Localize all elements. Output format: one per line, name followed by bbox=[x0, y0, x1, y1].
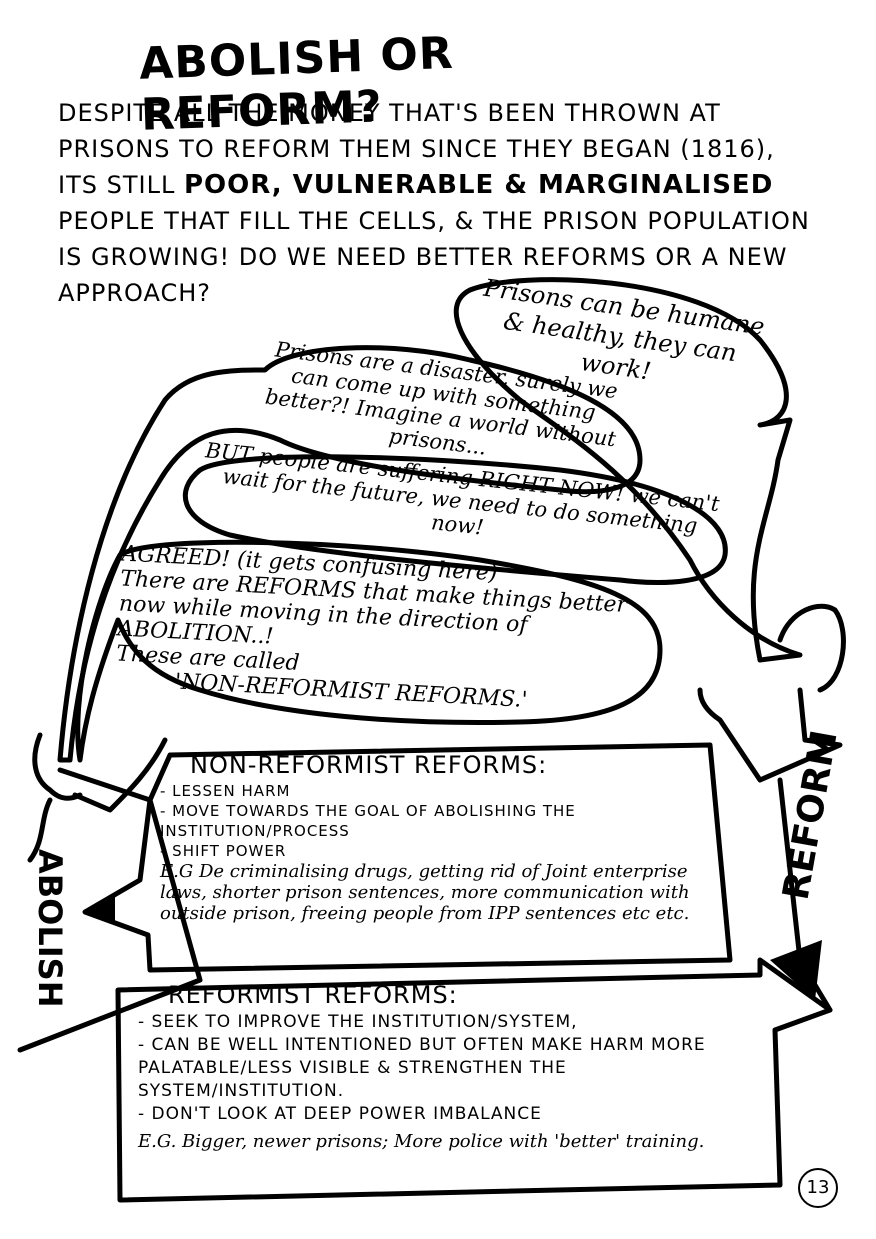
intro-part-1: DESPITE ALL THE MONEY THAT'S BEEN THROWN… bbox=[58, 99, 775, 199]
abolish-label: ABOLISH bbox=[31, 849, 69, 1008]
list-item: - MOVE TOWARDS THE GOAL OF ABOLISHING TH… bbox=[160, 802, 576, 840]
reformist-reforms-box: REFORMIST REFORMS: - SEEK TO IMPROVE THE… bbox=[138, 981, 778, 1152]
page-number: 13 bbox=[798, 1168, 838, 1208]
speech-bubble-reform-2 bbox=[182, 454, 728, 585]
list-item: - SHIFT POWER bbox=[160, 842, 287, 860]
non-reformist-box-arrow bbox=[82, 742, 733, 973]
bubble-text-abolish-2: AGREED! (it gets confusing here) There a… bbox=[114, 541, 641, 718]
intro-emphasis: POOR, VULNERABLE & MARGINALISED bbox=[183, 170, 774, 200]
reformist-example: E.G. Bigger, newer prisons; More police … bbox=[138, 1131, 705, 1152]
list-item: - DON'T LOOK AT DEEP POWER IMBALANCE bbox=[138, 1104, 542, 1124]
speech-bubble-abolish-1 bbox=[57, 345, 643, 763]
reformist-box-arrow bbox=[115, 957, 833, 1203]
list-item: - CAN BE WELL INTENTIONED BUT OFTEN MAKE… bbox=[138, 1035, 706, 1101]
non-reformist-reforms-box: NON-REFORMIST REFORMS: - LESSEN HARM - M… bbox=[160, 751, 720, 924]
speech-bubble-abolish-2 bbox=[75, 539, 663, 763]
abolish-figure bbox=[17, 732, 203, 1053]
list-item: - LESSEN HARM bbox=[160, 782, 291, 800]
reformist-heading: REFORMIST REFORMS: bbox=[168, 981, 458, 1009]
arrow-head-left-icon bbox=[88, 895, 115, 925]
non-reformist-example: E.G De criminalising drugs, getting rid … bbox=[160, 861, 690, 924]
speech-bubble-reform-1 bbox=[453, 277, 803, 663]
non-reformist-heading: NON-REFORMIST REFORMS: bbox=[190, 751, 548, 779]
intro-part-2: PEOPLE THAT FILL THE CELLS, & THE PRISON… bbox=[58, 207, 810, 307]
arrow-head-right-icon bbox=[770, 940, 822, 1000]
intro-paragraph: DESPITE ALL THE MONEY THAT'S BEEN THROWN… bbox=[58, 95, 818, 311]
list-item: - SEEK TO IMPROVE THE INSTITUTION/SYSTEM… bbox=[138, 1012, 578, 1032]
